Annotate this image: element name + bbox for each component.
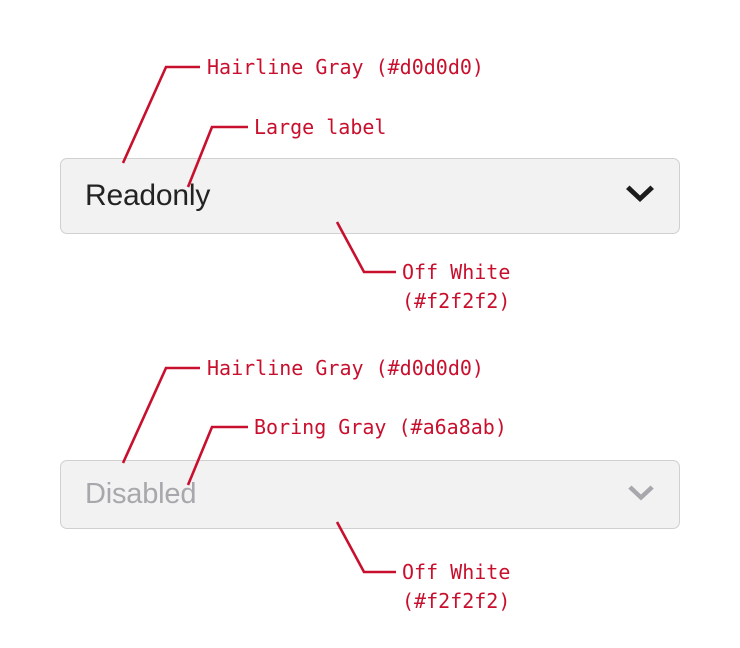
leader-hairline-1 bbox=[121, 65, 200, 164]
chevron-down-icon[interactable] bbox=[623, 185, 657, 207]
annotation-off-white-readonly: Off White (#f2f2f2) bbox=[402, 258, 510, 316]
annotation-off-white-disabled: Off White (#f2f2f2) bbox=[402, 558, 510, 616]
annotation-hairline-gray-readonly: Hairline Gray (#d0d0d0) bbox=[207, 55, 484, 79]
chevron-down-icon bbox=[628, 484, 654, 500]
annotation-off-white-readonly-line1: Off White bbox=[402, 260, 511, 284]
annotation-hairline-gray-disabled: Hairline Gray (#d0d0d0) bbox=[207, 356, 484, 380]
annotation-off-white-disabled-line2: (#f2f2f2) bbox=[402, 589, 511, 613]
annotation-off-white-disabled-line1: Off White bbox=[402, 560, 511, 584]
select-disabled-label: Disabled bbox=[85, 478, 197, 510]
annotation-off-white-readonly-line2: (#f2f2f2) bbox=[402, 289, 511, 313]
leader-hairline-2 bbox=[121, 366, 200, 464]
select-disabled: Disabled bbox=[60, 460, 680, 529]
select-readonly[interactable]: Readonly bbox=[60, 158, 680, 234]
annotation-boring-gray: Boring Gray (#a6a8ab) bbox=[254, 415, 507, 439]
annotation-large-label: Large label bbox=[254, 115, 387, 139]
select-readonly-label: Readonly bbox=[85, 179, 211, 212]
leader-off-white-2 bbox=[335, 521, 396, 574]
